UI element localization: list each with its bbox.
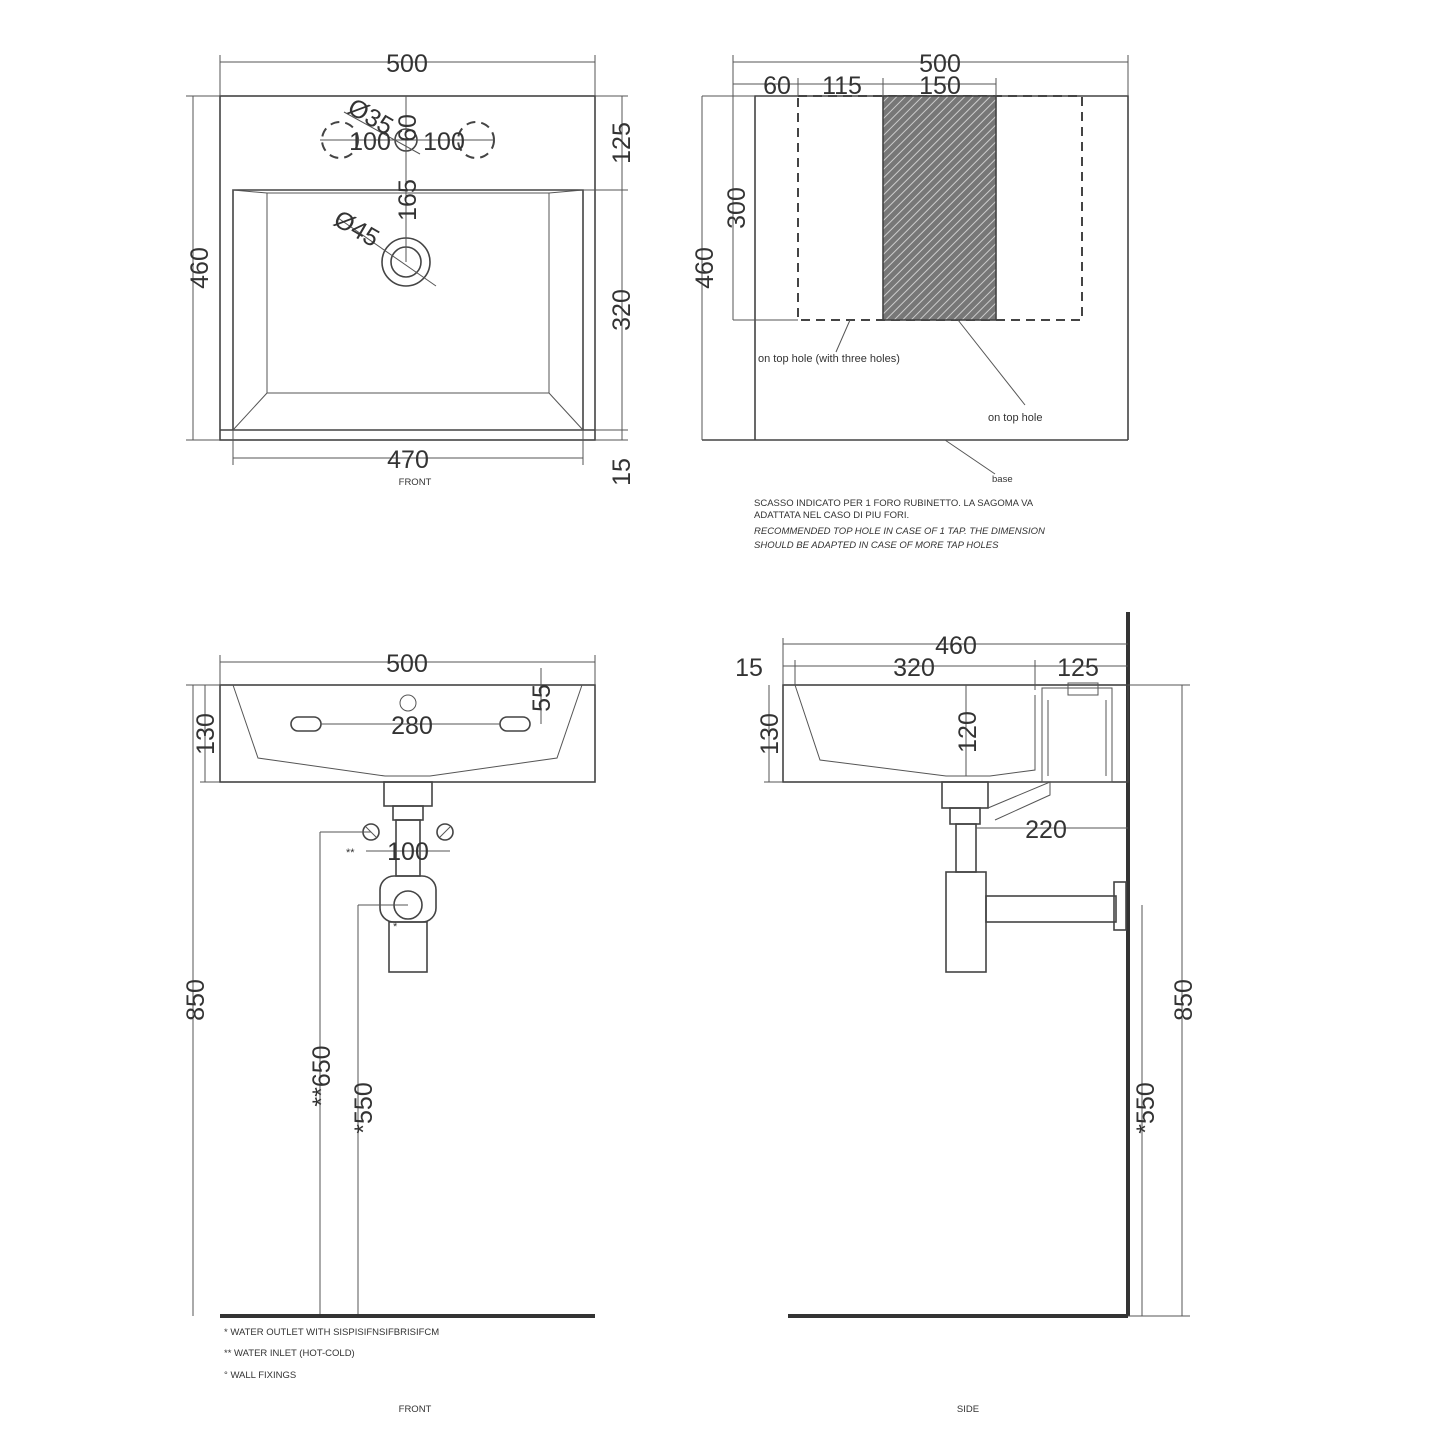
dim-front-850: 850 [182, 979, 210, 1021]
view-label-front-top: FRONT [399, 477, 432, 488]
outlet-pipe [388, 921, 428, 973]
dim-seg-150: 150 [919, 72, 961, 100]
trap-body [379, 875, 437, 923]
mark-outlet: * [393, 921, 398, 933]
dim-side-850: 850 [1170, 979, 1198, 1021]
dim-spacing-left: 100 [349, 128, 391, 156]
mark-inlet: ** [346, 847, 355, 859]
bowl-floor [266, 192, 550, 394]
dim-height: 460 [186, 247, 214, 289]
dim-fixing-55: 55 [528, 684, 556, 712]
legend-outlet: * WATER OUTLET WITH SISPISIFNSIFBRISIFCM [224, 1327, 439, 1338]
dim-side-550: *550 [1132, 1082, 1160, 1133]
note-line-3: RECOMMENDED TOP HOLE IN CASE OF 1 TAP. T… [754, 526, 1045, 537]
dim-side-120: 120 [954, 711, 982, 753]
dim-bowl-depth: 320 [608, 289, 636, 331]
dim-inlet-650: **650 [308, 1045, 336, 1106]
dim-spacing-right: 100 [423, 128, 465, 156]
side-outlet-pipe [985, 895, 1117, 923]
dim-side-460: 460 [935, 632, 977, 660]
dim-to-drain: 165 [394, 179, 422, 221]
top-view-front: 500 460 Ø35 60 100 100 125 165 Ø45 320 4… [186, 50, 636, 488]
top-view-cutout: 500 60 115 150 300 460 on top hole (with… [691, 50, 1129, 551]
dim-side-220: 220 [1025, 816, 1067, 844]
basin-outline [219, 95, 596, 441]
dim-rim: 15 [608, 458, 636, 486]
view-label-front-bottom: FRONT [399, 1404, 432, 1415]
dim-side-320: 320 [893, 654, 935, 682]
note-base: base [992, 474, 1013, 485]
dim-fixing-spacing: 280 [391, 712, 433, 740]
dim-outlet-550: *550 [350, 1082, 378, 1133]
view-label-side: SIDE [957, 1404, 979, 1415]
dim-side-125: 125 [1057, 654, 1099, 682]
legend-inlet: ** WATER INLET (HOT-COLD) [224, 1348, 355, 1359]
side-elevation: 460 15 320 125 130 120 220 850 *550 SIDE [735, 612, 1198, 1415]
dim-inlet-spacing: 100 [387, 838, 429, 866]
wall-fixing-right [499, 716, 531, 732]
dim-width: 500 [386, 50, 428, 78]
top-hole-cutout [882, 95, 997, 321]
dim-height-460: 460 [691, 247, 719, 289]
valve-hot [436, 823, 454, 841]
dim-side-130: 130 [756, 713, 784, 755]
note-line-4: SHOULD BE ADAPTED IN CASE OF MORE TAP HO… [754, 540, 999, 551]
front-elevation: 500 130 280 55 100 ** * 850 **650 *550 *… [182, 650, 596, 1415]
side-trap [945, 871, 987, 973]
tap-bracket [1041, 687, 1113, 783]
dim-front-width: 500 [386, 650, 428, 678]
dim-seg-60: 60 [763, 72, 791, 100]
note-line-1: SCASSO INDICATO PER 1 FORO RUBINETTO. LA… [754, 498, 1034, 509]
note-line-2: ADATTATA NEL CASO DI PIU FORI. [754, 510, 909, 521]
dim-seg-115: 115 [822, 72, 862, 100]
dim-offset-60: 60 [394, 114, 422, 142]
dim-cutout-width: 500 [919, 50, 961, 78]
legend-fixings: ° WALL FIXINGS [224, 1370, 296, 1381]
dim-side-15: 15 [735, 654, 763, 682]
note-top-hole: on top hole [988, 412, 1042, 424]
dim-front-130: 130 [192, 713, 220, 755]
dim-drain-dia: Ø45 [329, 205, 384, 253]
dim-inner-width: 470 [387, 446, 429, 474]
bowl-outer [232, 189, 584, 430]
note-three-holes: on top hole (with three holes) [758, 353, 900, 365]
wall-fixing-left [290, 716, 322, 732]
dim-top-margin: 125 [608, 122, 636, 164]
dim-height-300: 300 [723, 187, 751, 229]
